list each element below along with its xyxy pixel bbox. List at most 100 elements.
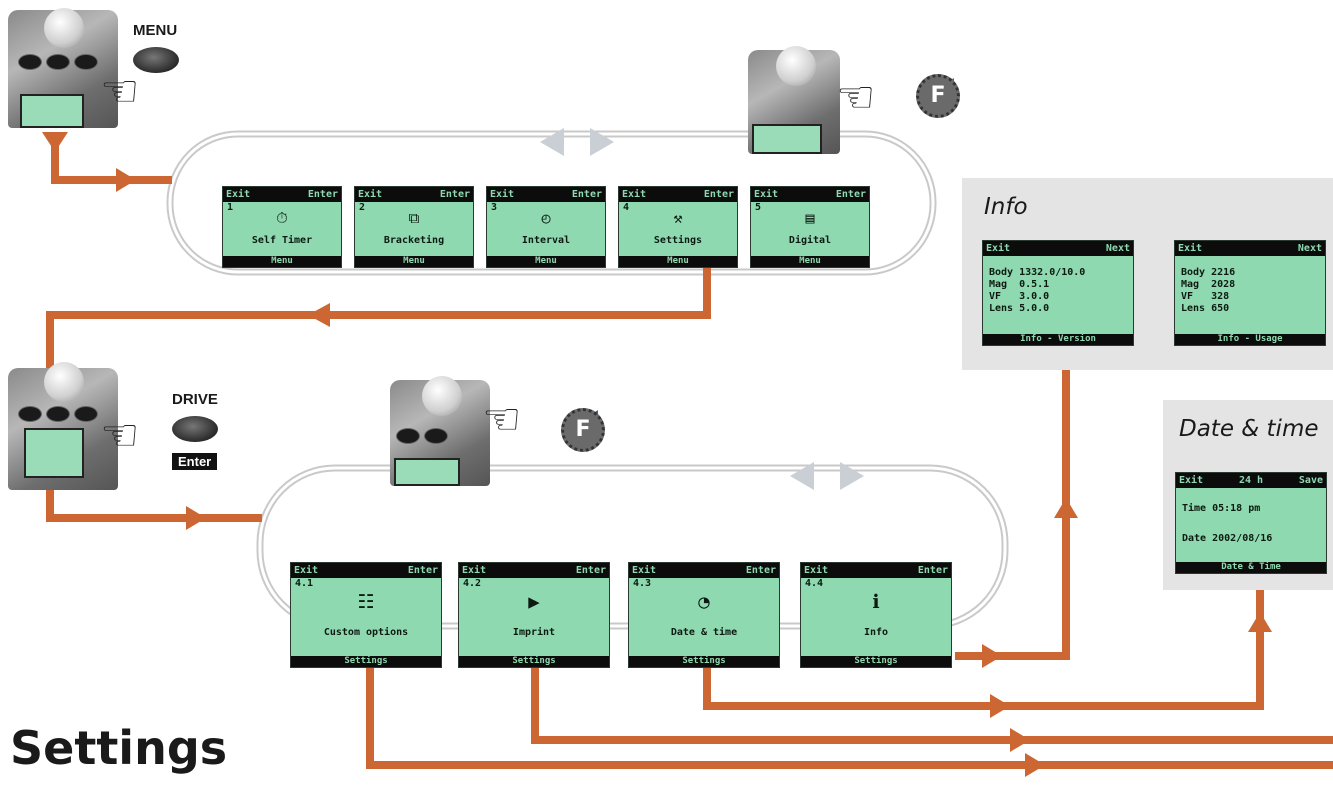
- f-function-badge: F: [916, 74, 960, 118]
- menu-label: Interval: [521, 235, 571, 246]
- digital-icon: ▤: [805, 209, 815, 227]
- date-time-panel-title: Date & time: [1179, 416, 1319, 442]
- camera-button: [424, 428, 448, 444]
- enter-softkey: Enter: [835, 189, 866, 200]
- drive-button[interactable]: [172, 416, 218, 442]
- info-line: Lens 650: [1181, 303, 1230, 314]
- exit-softkey: Exit: [622, 189, 647, 200]
- custom-options-icon: ☷: [357, 591, 375, 613]
- menu-number: 3: [491, 202, 498, 213]
- menu-label: Settings: [653, 235, 703, 246]
- menu-label: Bracketing: [383, 235, 445, 246]
- exit-softkey: Exit: [632, 565, 657, 576]
- screen-footer: Menu: [619, 256, 737, 267]
- enter-softkey: Enter: [307, 189, 338, 200]
- menu-number: 5: [755, 202, 762, 213]
- menu-screen-digital: Exit Enter 5 ▤ Digital Menu: [750, 186, 870, 268]
- camera-grip-illustration: [748, 46, 840, 154]
- enter-label: Enter: [172, 453, 218, 470]
- exit-softkey: Exit: [294, 565, 319, 576]
- menu-screen-bracketing: Exit Enter 2 ⧉ Bracketing Menu: [354, 186, 474, 268]
- save-softkey: Save: [1298, 475, 1323, 486]
- enter-softkey: Enter: [439, 189, 470, 200]
- enter-softkey: Enter: [575, 565, 606, 576]
- settings-number: 4.1: [295, 578, 314, 589]
- date-line: Date 2002/08/16: [1182, 533, 1273, 544]
- flow-line: [46, 266, 711, 372]
- settings-label: Info: [863, 627, 889, 638]
- camera-grip-illustration: [390, 376, 490, 486]
- camera-button: [74, 54, 98, 70]
- camera-button: [18, 406, 42, 422]
- menu-screen-interval: Exit Enter 3 ◴ Interval Menu: [486, 186, 606, 268]
- info-version-screen: Exit Next Body 1332.0/10.0 Mag 0.5.1 VF …: [982, 240, 1134, 346]
- interval-icon: ◴: [541, 209, 551, 227]
- screen-footer: Menu: [751, 256, 869, 267]
- 24h-softkey: 24 h: [1238, 475, 1264, 486]
- camera-button: [18, 54, 42, 70]
- menu-number: 2: [359, 202, 366, 213]
- camera-button: [74, 406, 98, 422]
- camera-display: [24, 428, 84, 478]
- clock-icon: ◔: [698, 591, 710, 613]
- exit-softkey: Exit: [1179, 475, 1204, 486]
- date-time-panel: Date & time Exit 24 h Save Time 05:18 pm…: [1163, 400, 1333, 590]
- menu-label: Self Timer: [251, 235, 313, 246]
- camera-button: [46, 54, 70, 70]
- pointing-hand-icon: ☜: [482, 394, 522, 445]
- camera-button: [46, 406, 70, 422]
- flow-line: [366, 666, 1333, 769]
- screen-footer: Menu: [487, 256, 605, 267]
- info-line: Mag 0.5.1: [989, 279, 1050, 290]
- flow-line: [703, 590, 1264, 710]
- settings-label: Imprint: [512, 627, 556, 638]
- screen-footer: Settings: [459, 656, 609, 667]
- screen-footer: Settings: [801, 656, 951, 667]
- screen-footer: Menu: [355, 256, 473, 267]
- pointing-hand-icon: ☜: [100, 410, 140, 461]
- info-usage-screen: Exit Next Body 2216 Mag 2028 VF 328 Lens…: [1174, 240, 1326, 346]
- camera-button: [396, 428, 420, 444]
- settings-label: Custom options: [323, 627, 409, 638]
- camera-grip-illustration: [8, 362, 118, 490]
- info-line: Body 2216: [1181, 267, 1236, 278]
- page-title: Settings: [10, 721, 228, 775]
- screen-footer: Settings: [629, 656, 779, 667]
- screen-footer: Menu: [223, 256, 341, 267]
- drive-button-label: DRIVE: [172, 391, 218, 408]
- camera-dome: [44, 8, 84, 48]
- menu-screen-settings: Exit Enter 4 ⚒ Settings Menu: [618, 186, 738, 268]
- enter-softkey: Enter: [703, 189, 734, 200]
- pointing-hand-icon: ☜: [100, 66, 140, 117]
- settings-number: 4.3: [633, 578, 652, 589]
- enter-softkey: Enter: [407, 565, 438, 576]
- settings-tool-icon: ⚒: [673, 209, 683, 227]
- menu-number: 1: [227, 202, 234, 213]
- menu-number: 4: [623, 202, 630, 213]
- menu-label: Digital: [788, 235, 832, 246]
- screen-footer: Info - Version: [983, 334, 1133, 345]
- enter-softkey: Enter: [917, 565, 948, 576]
- screen-footer: Date & Time: [1176, 562, 1326, 573]
- left-right-arrows-icon: [540, 128, 614, 156]
- settings-screen-info: Exit Enter 4.4 ℹ Info Settings: [800, 562, 952, 668]
- bracketing-icon: ⧉: [408, 209, 420, 227]
- flow-line: [51, 140, 172, 184]
- menu-button[interactable]: [133, 47, 179, 73]
- info-line: Mag 2028: [1181, 279, 1236, 290]
- settings-screen-date-time: Exit Enter 4.3 ◔ Date & time Settings: [628, 562, 780, 668]
- exit-softkey: Exit: [754, 189, 779, 200]
- settings-screen-imprint: Exit Enter 4.2 ▶ Imprint Settings: [458, 562, 610, 668]
- next-softkey: Next: [1297, 243, 1322, 254]
- camera-dome: [422, 376, 462, 416]
- enter-softkey: Enter: [571, 189, 602, 200]
- flow-line: [46, 490, 262, 522]
- camera-display: [752, 124, 822, 154]
- next-softkey: Next: [1105, 243, 1130, 254]
- self-timer-icon: ⏱: [276, 209, 288, 227]
- menu-button-label: MENU: [133, 22, 178, 39]
- pointing-hand-icon: ☜: [836, 72, 876, 123]
- camera-dome: [44, 362, 84, 402]
- camera-display: [394, 458, 460, 486]
